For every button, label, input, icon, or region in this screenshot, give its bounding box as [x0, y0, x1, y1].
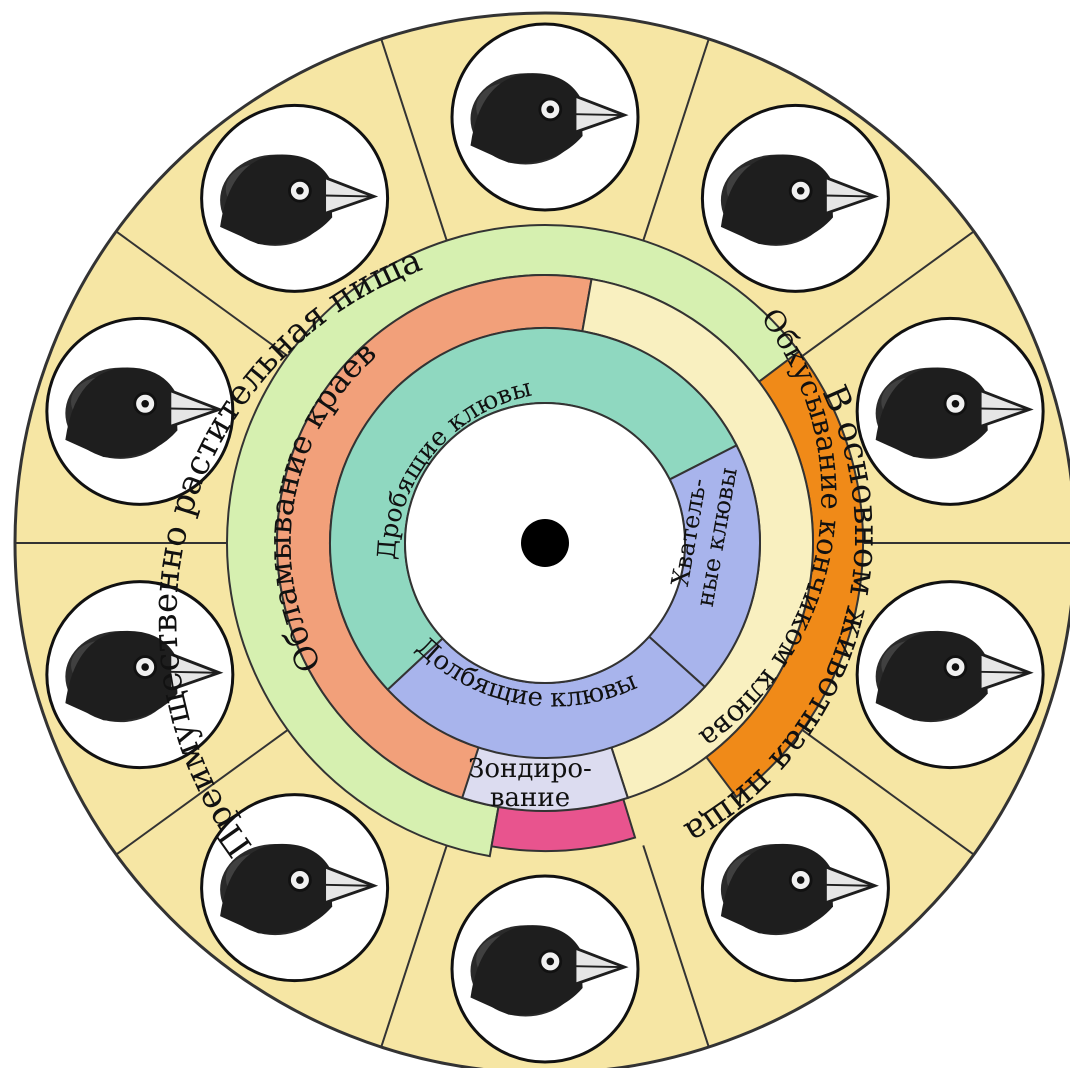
- divider-line-6: [380, 845, 448, 1048]
- svg-text:Зондиро-: Зондиро-: [468, 754, 592, 784]
- divider-line-0: [380, 38, 448, 241]
- center-dot: [521, 519, 569, 567]
- probing-label: Зондиро- вание: [468, 754, 592, 813]
- divider-line-4: [801, 729, 975, 856]
- bird-head-top-left: [200, 103, 390, 293]
- bird-head-left-upper: [45, 316, 235, 506]
- bird-head-right-lower: [855, 580, 1045, 770]
- bird-head-bottom: [450, 874, 640, 1064]
- bird-head-ring: [45, 22, 1045, 1064]
- divider-line-2: [801, 230, 975, 357]
- divider-line-9: [115, 230, 289, 357]
- bird-head-left-lower: [45, 580, 235, 770]
- divider-line-7: [115, 729, 289, 856]
- bird-head-right-upper: [855, 316, 1045, 506]
- bird-head-bottom-right: [700, 793, 890, 983]
- svg-text:вание: вание: [490, 783, 570, 813]
- bird-head-top-right: [700, 103, 890, 293]
- divider-line-5: [642, 845, 710, 1048]
- bird-head-bottom-left: [200, 793, 390, 983]
- segment-dividers: [15, 38, 1070, 1048]
- bird-head-top: [450, 22, 640, 212]
- divider-line-1: [642, 38, 710, 241]
